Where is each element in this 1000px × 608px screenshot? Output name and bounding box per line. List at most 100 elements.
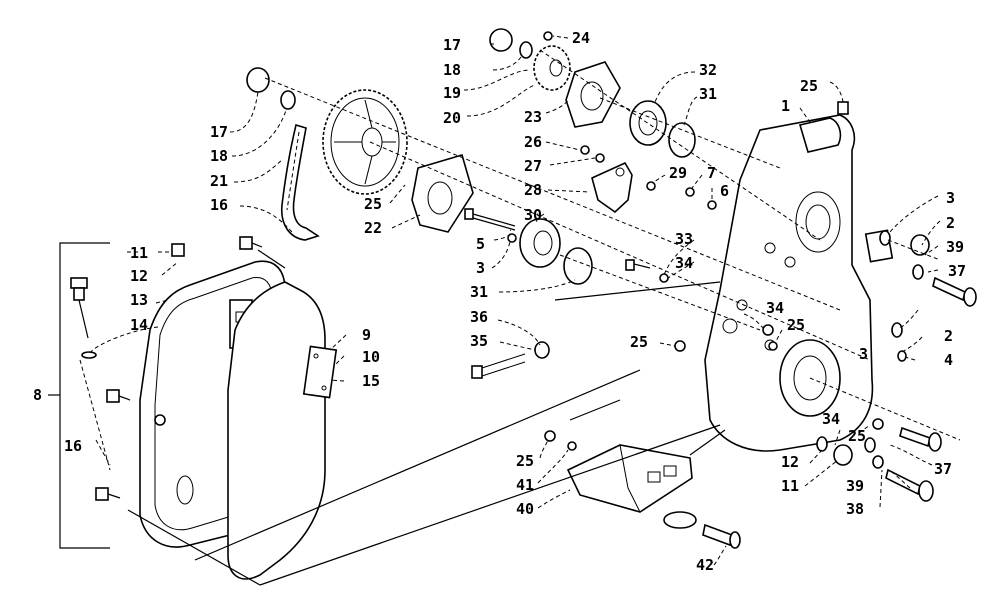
callout-20: 20 (443, 109, 461, 127)
callout-15: 15 (362, 372, 380, 390)
washer-41 (567, 441, 577, 451)
callout-27: 27 (524, 157, 542, 175)
callout-16: 16 (64, 437, 82, 455)
callout-10: 10 (362, 348, 380, 366)
callout-3: 3 (476, 259, 485, 277)
bearing-left (246, 67, 270, 93)
callout-34: 34 (675, 254, 693, 272)
driven-sprocket (322, 89, 408, 195)
callout-34: 34 (822, 410, 840, 428)
nut-25-bracket (544, 430, 556, 442)
bracket-spacer (663, 511, 697, 529)
callout-3: 3 (859, 345, 868, 363)
callout-4: 4 (944, 351, 953, 369)
nut-6 (707, 200, 717, 210)
callout-33: 33 (675, 230, 693, 248)
callout-40: 40 (516, 500, 534, 518)
bearing-housing-left (411, 154, 474, 233)
callout-2: 2 (944, 327, 953, 345)
callout-25: 25 (787, 316, 805, 334)
washer-26 (580, 145, 590, 155)
bolt-35 (471, 353, 526, 379)
callout-31: 31 (699, 85, 717, 103)
washer-27 (595, 153, 605, 163)
callout-5: 5 (476, 235, 485, 253)
callout-39: 39 (846, 477, 864, 495)
callout-37: 37 (948, 262, 966, 280)
mount-bracket (566, 444, 693, 513)
callout-8: 8 (33, 386, 42, 404)
bolt-33 (625, 259, 651, 271)
callout-1: 1 (781, 97, 790, 115)
cover-bolts (95, 236, 263, 501)
callout-32: 32 (699, 61, 717, 79)
callout-25: 25 (800, 77, 818, 95)
callout-19: 19 (443, 84, 461, 102)
chaincase-gasket (227, 281, 326, 580)
callout-35: 35 (470, 332, 488, 350)
group-bracket-8 (48, 242, 110, 549)
callout-11: 11 (130, 244, 148, 262)
callout-42: 42 (696, 556, 714, 574)
tensioner-arm (591, 161, 633, 214)
callout-36: 36 (470, 308, 488, 326)
drive-sprocket (533, 45, 571, 91)
washer-top (519, 41, 533, 59)
callout-37: 37 (934, 460, 952, 478)
callout-25: 25 (516, 452, 534, 470)
callout-16: 16 (210, 196, 228, 214)
callout-labels: 1 2 2 3 3 3 4 5 6 7 8 9 10 11 11 12 12 1… (33, 29, 966, 574)
bearing-32 (629, 100, 667, 146)
callout-31: 31 (470, 283, 488, 301)
callout-13: 13 (130, 291, 148, 309)
washer-7 (685, 187, 695, 197)
callout-25: 25 (848, 427, 866, 445)
chaincase-housing (704, 114, 894, 452)
drive-chain (280, 123, 320, 241)
tensioner-shaft (464, 208, 516, 231)
inspection-plate (302, 345, 338, 399)
callout-28: 28 (524, 181, 542, 199)
callout-29: 29 (669, 164, 687, 182)
callout-21: 21 (210, 172, 228, 190)
callout-12: 12 (130, 267, 148, 285)
callout-leaders (89, 35, 941, 566)
callout-34: 34 (766, 299, 784, 317)
callout-7: 7 (707, 164, 716, 182)
nut-24 (543, 31, 553, 41)
callout-6: 6 (720, 182, 729, 200)
callout-17: 17 (210, 123, 228, 141)
callout-25: 25 (630, 333, 648, 351)
callout-18: 18 (210, 147, 228, 165)
leader-lines (79, 49, 961, 586)
callout-11: 11 (781, 477, 799, 495)
bearing-30 (519, 218, 561, 268)
washer-left (280, 90, 296, 110)
callout-12: 12 (781, 453, 799, 471)
callout-18: 18 (443, 61, 461, 79)
retaining-ring-lower (563, 247, 593, 285)
callout-38: 38 (846, 500, 864, 518)
retaining-ring-upper (668, 122, 696, 158)
housing-fasteners (674, 101, 977, 502)
washer-34 (659, 273, 669, 283)
callout-17: 17 (443, 36, 461, 54)
callout-26: 26 (524, 133, 542, 151)
washer-36 (534, 341, 550, 359)
dipstick-o-ring (81, 351, 97, 359)
bolt-42 (702, 523, 741, 549)
callout-41: 41 (516, 476, 534, 494)
callout-9: 9 (362, 326, 371, 344)
callout-22: 22 (364, 219, 382, 237)
dipstick (70, 277, 89, 339)
callout-23: 23 (524, 108, 542, 126)
callout-25: 25 (364, 195, 382, 213)
callout-14: 14 (130, 316, 148, 334)
callout-2: 2 (946, 214, 955, 232)
callout-3: 3 (946, 189, 955, 207)
callout-39: 39 (946, 238, 964, 256)
washer-3 (507, 233, 517, 243)
callout-30: 30 (524, 206, 542, 224)
bearing-top (489, 28, 513, 52)
